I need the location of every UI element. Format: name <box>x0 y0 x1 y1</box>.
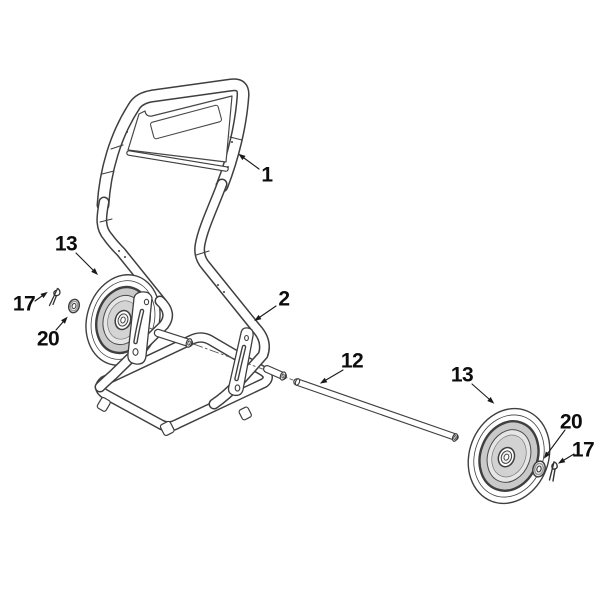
callout-label-axle: 12 <box>340 349 364 373</box>
callout-label-pin-right: 17 <box>571 438 595 462</box>
left-washer <box>67 298 81 314</box>
right-wheel <box>467 407 551 505</box>
callout-line-pin-right <box>557 453 575 464</box>
axle-rod <box>293 378 459 442</box>
callout-line-wheel-right <box>471 383 495 404</box>
callout-label-wheel-right: 13 <box>450 363 474 387</box>
callout-line-washer-left <box>55 316 68 331</box>
callout-line-frame <box>254 305 277 322</box>
right-wheel-bracket <box>227 327 254 397</box>
callout-line-handle <box>238 153 260 170</box>
callout-label-washer-left: 20 <box>36 327 60 351</box>
handle-panel-label-plate <box>150 104 222 140</box>
right-wheel-hub <box>497 446 516 468</box>
callout-line-pin-left <box>34 291 48 302</box>
left-cotter-pin <box>48 287 61 307</box>
right-axle-stub <box>263 365 287 381</box>
callout-line-washer-right <box>543 429 566 459</box>
callout-label-handle: 1 <box>261 163 273 187</box>
right-cotter-pin <box>548 461 558 482</box>
callout-label-frame: 2 <box>278 287 290 311</box>
right-washer <box>532 460 546 478</box>
callout-label-washer-right: 20 <box>559 410 583 434</box>
left-wheel-bracket <box>127 291 153 365</box>
callout-label-pin-left: 17 <box>12 292 36 316</box>
frame-foot <box>238 406 252 421</box>
callout-label-wheel-left: 13 <box>54 232 78 256</box>
callout-line-axle <box>319 369 344 384</box>
left-wheel-hub <box>114 309 132 331</box>
left-axle-stub <box>153 328 194 348</box>
callout-leader-lines <box>34 153 575 464</box>
frame-foot <box>96 397 111 412</box>
callout-line-wheel-left <box>75 252 99 276</box>
frame-foot <box>159 420 175 437</box>
